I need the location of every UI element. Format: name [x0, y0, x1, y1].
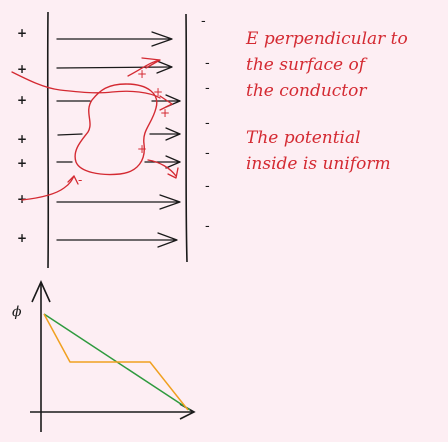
uniform-potential-note: The potential inside is uniform	[246, 125, 442, 177]
induced-field-lines	[11, 57, 179, 201]
left-plate-charges: + + + + + + +	[17, 26, 27, 245]
positive-charge: +	[17, 231, 27, 245]
positive-charge: +	[17, 62, 27, 76]
negative-charge: -	[201, 14, 206, 29]
conductor-charges: + + + + -	[78, 67, 170, 187]
field-arrowhead	[157, 232, 178, 248]
negative-charge: -	[205, 56, 210, 71]
field-arrowhead	[151, 31, 173, 47]
note-line: E perpendicular to	[246, 29, 408, 49]
note-line: the surface of	[246, 55, 365, 75]
negative-charge: -	[205, 146, 210, 161]
phi-axis-label: ϕ	[12, 304, 22, 320]
positive-charge: +	[17, 93, 27, 107]
note-line: The potential	[246, 128, 361, 148]
conductor-negative-charge: -	[78, 173, 82, 187]
field-line	[56, 66, 171, 69]
field-arrowhead	[159, 194, 181, 210]
positive-charge: +	[17, 26, 27, 40]
right-plate-charges: - - - - - - -	[201, 14, 210, 234]
field-line	[57, 133, 83, 136]
note-line: inside is uniform	[246, 154, 391, 174]
field-perpendicular-note: E perpendicular to the surface of the co…	[246, 26, 442, 104]
left-plate	[46, 11, 50, 269]
field-lines	[56, 31, 181, 248]
negative-charge: -	[205, 179, 210, 194]
right-plate	[185, 13, 188, 263]
negative-charge: -	[205, 116, 210, 131]
potential-curve-with-conductor	[43, 313, 189, 411]
field-arrowhead	[165, 155, 181, 169]
phi-axis-arrowhead	[31, 280, 51, 303]
conductor-outline	[74, 83, 158, 176]
field-arrowhead	[165, 127, 181, 141]
potential-graph: ϕ	[12, 280, 196, 432]
positive-charge: +	[17, 156, 27, 170]
positive-charge: +	[17, 132, 27, 146]
conductor-positive-charge: +	[137, 67, 147, 81]
conductor-positive-charge: +	[160, 106, 170, 120]
positive-charge: +	[17, 192, 27, 206]
negative-charge: -	[205, 219, 210, 234]
negative-charge: -	[205, 81, 210, 96]
note-line: the conductor	[246, 81, 367, 101]
conductor-positive-charge: +	[137, 142, 147, 156]
conductor-positive-charge: +	[153, 85, 163, 99]
field-arrowhead	[156, 60, 173, 74]
